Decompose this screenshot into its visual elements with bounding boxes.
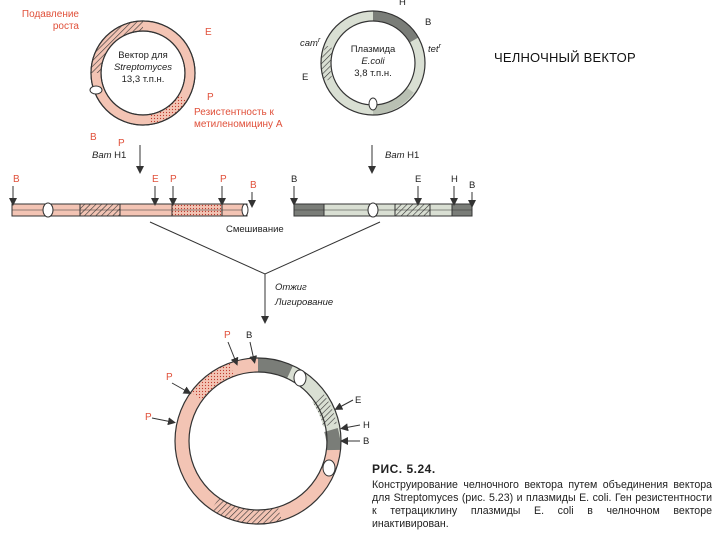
res-site-e: E <box>355 395 361 406</box>
growth-label-2: роста <box>53 21 80 32</box>
res-site-p2: P <box>166 372 173 383</box>
mixing-label: Смешивание <box>226 224 284 235</box>
res-site-p1: P <box>224 330 231 341</box>
ecoli-label-3: 3,8 т.п.н. <box>354 68 391 79</box>
enzyme-left: Bam H1 <box>92 150 126 161</box>
page-title: ЧЕЛНОЧНЫЙ ВЕКТОР <box>494 50 636 65</box>
lin-left-p2: P <box>220 174 227 185</box>
strep-site-p2: P <box>118 138 125 149</box>
resistance-label-1: Резистентность к <box>194 107 275 118</box>
lin-right-b2: B <box>469 180 475 191</box>
lin-left-b: B <box>13 174 20 185</box>
streptomyces-vector-ring: Вектор для Streptomyces 13,3 т.п.н. <box>89 20 196 126</box>
strep-site-e: E <box>205 27 212 38</box>
strep-site-p: P <box>207 92 214 103</box>
res-site-b2: B <box>363 436 369 447</box>
lin-left-p1: P <box>170 174 177 185</box>
ecoli-site-h: H <box>399 0 406 8</box>
strep-site-b: B <box>90 132 97 143</box>
ecoli-label-2: E.coli <box>361 56 385 67</box>
caption-text: Конструирование челночного вектора путем… <box>372 479 712 530</box>
lin-right-b: B <box>291 174 297 185</box>
strep-label-2: Streptomyces <box>114 62 172 73</box>
res-site-p3: P <box>145 412 152 423</box>
ligation-label: Лигирование <box>274 297 333 308</box>
lin-left-e: E <box>152 174 159 185</box>
caption-figure-number: РИС. 5.24. <box>372 462 436 476</box>
resistance-label-2: метиленомицину А <box>194 119 283 130</box>
ecoli-site-b: B <box>425 17 431 28</box>
lin-right-e: E <box>415 174 421 185</box>
figure-caption: РИС. 5.24. Конструирование челночного ве… <box>372 462 712 531</box>
ecoli-label-1: Плазмида <box>351 44 396 55</box>
res-site-b: B <box>246 330 252 341</box>
strep-label-1: Вектор для <box>118 50 168 61</box>
linear-ecoli-fragment <box>293 202 473 218</box>
lin-right-h: H <box>451 174 458 185</box>
ecoli-site-e: E <box>302 72 308 83</box>
shuttle-vector-ring <box>174 357 342 525</box>
annealing-label: Отжиг <box>275 282 307 293</box>
cam-label: camr <box>300 37 321 49</box>
tet-label: tetr <box>428 43 442 55</box>
lin-left-b2: B <box>250 180 257 191</box>
linear-strep-fragment <box>11 202 249 218</box>
ecoli-plasmid-ring: Плазмида E.coli 3,8 т.п.н. <box>320 10 426 116</box>
res-site-h: H <box>363 420 370 431</box>
growth-label-1: Подавление <box>22 9 80 20</box>
enzyme-right: Bam H1 <box>385 150 419 161</box>
strep-label-3: 13,3 т.п.н. <box>122 74 165 85</box>
